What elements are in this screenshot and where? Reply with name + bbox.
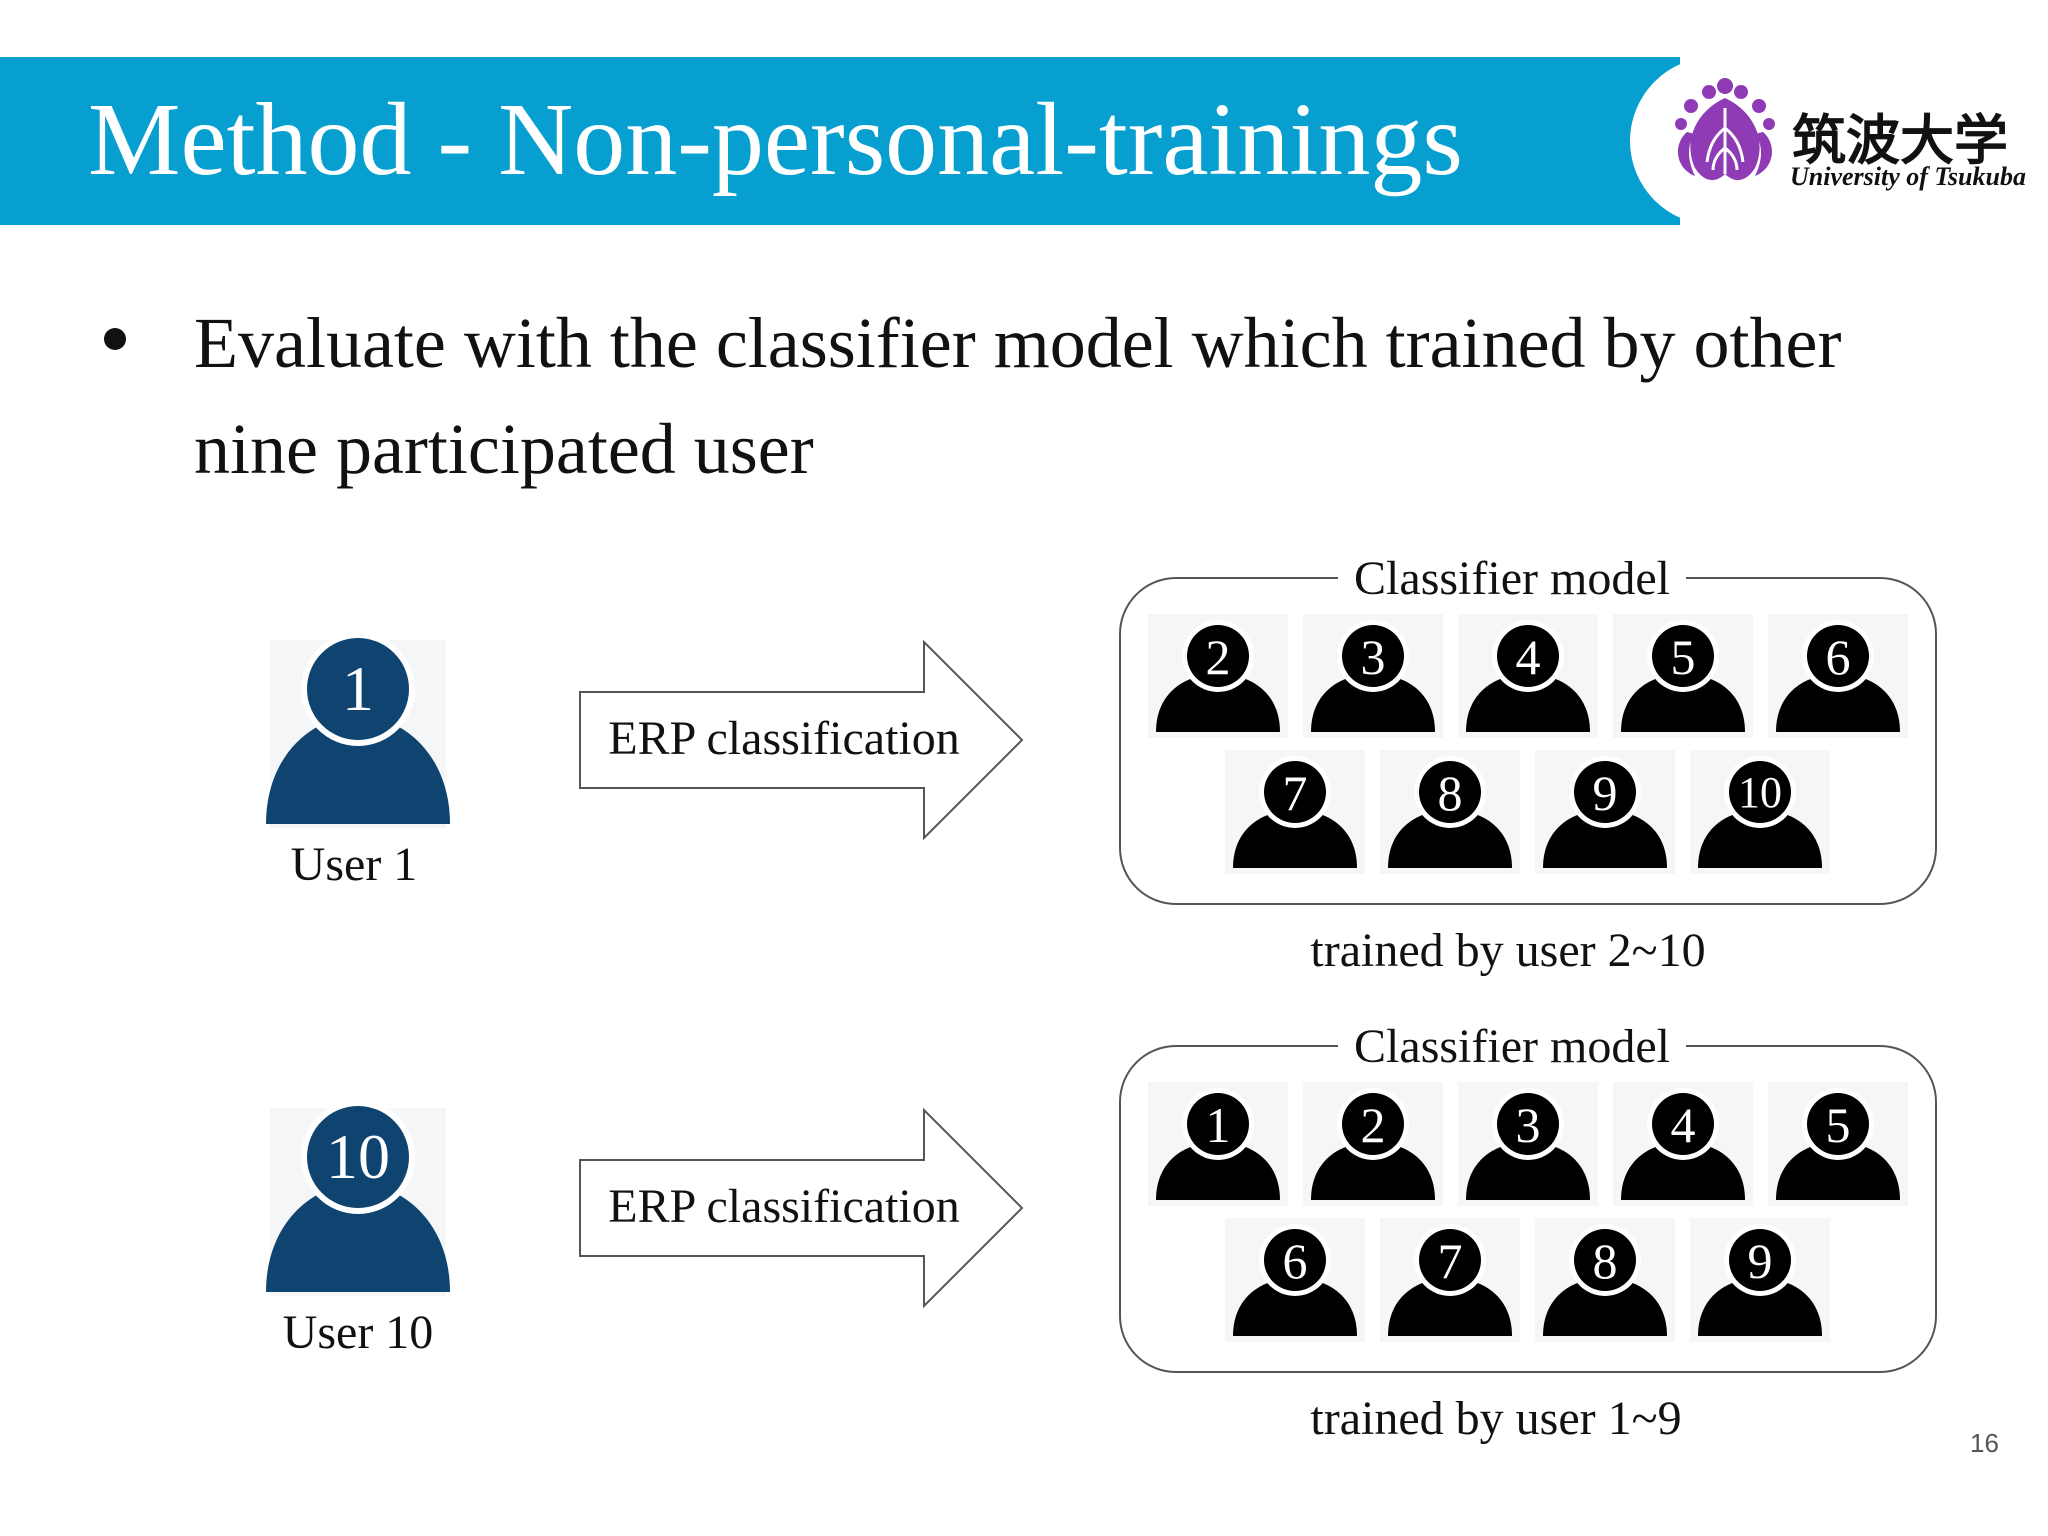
classifier-model-title-2: Classifier model [1354, 1020, 1670, 1073]
scenario-user-10: 10 User 10 ERP classification Classifier… [266, 1020, 1937, 1445]
page-number: 16 [1970, 1428, 1999, 1458]
user-1-person-icon: 1 [266, 632, 450, 824]
model-member-icon: 1 [1148, 1082, 1288, 1206]
arrow-label-2: ERP classification [608, 1180, 960, 1233]
title-banner [0, 57, 1680, 225]
member-number: 5 [1826, 1097, 1851, 1153]
slide-title: Method - Non-personal-trainings [88, 82, 1463, 197]
university-logo [1665, 72, 2025, 202]
user-10-person-icon: 10 [266, 1100, 450, 1292]
model-member-icon: 7 [1380, 1218, 1520, 1342]
model-member-icon: 6 [1768, 614, 1908, 738]
member-number: 4 [1671, 1097, 1696, 1153]
paulownia-crest-icon [1675, 78, 1775, 181]
model-member-icon: 9 [1535, 750, 1675, 874]
model-title-gap [1338, 1024, 1686, 1068]
classifier-model-title-1: Classifier model [1354, 552, 1670, 605]
model-members-1: 2 3 4 5 6 7 8 9 10 [1148, 614, 1908, 874]
model-member-icon: 8 [1535, 1218, 1675, 1342]
model-member-icon: 5 [1613, 614, 1753, 738]
arrow-shape [579, 639, 1024, 841]
member-number: 8 [1438, 765, 1463, 821]
model-members-2: 1 2 3 4 5 6 7 8 9 [1148, 1082, 1908, 1342]
member-number: 8 [1593, 1233, 1618, 1289]
model-member-icon: 3 [1458, 1082, 1598, 1206]
member-number: 2 [1206, 629, 1231, 685]
model-member-icon: 3 [1303, 614, 1443, 738]
member-number: 4 [1516, 629, 1541, 685]
model-member-icon: 2 [1148, 614, 1288, 738]
arrow-shape [579, 1107, 1024, 1309]
model-member-icon: 7 [1225, 750, 1365, 874]
member-number: 7 [1438, 1233, 1463, 1289]
model-member-icon: 5 [1768, 1082, 1908, 1206]
model-member-icon: 9 [1690, 1218, 1830, 1342]
model-member-icon: 4 [1613, 1082, 1753, 1206]
arrow-label-1: ERP classification [608, 712, 960, 765]
model-member-icon: 2 [1303, 1082, 1443, 1206]
user-10-label: User 10 [283, 1306, 434, 1359]
model-title-gap [1338, 556, 1686, 600]
bullet-icon [104, 328, 126, 350]
member-number: 3 [1361, 629, 1386, 685]
member-number: 7 [1283, 765, 1308, 821]
user-1-label: User 1 [291, 838, 418, 891]
member-number: 9 [1748, 1233, 1773, 1289]
model-member-icon: 8 [1380, 750, 1520, 874]
member-number: 10 [1738, 768, 1782, 817]
user-10-number: 10 [326, 1121, 390, 1192]
model-member-icon: 4 [1458, 614, 1598, 738]
user-1-number: 1 [342, 653, 374, 724]
model-caption-2: trained by user 1~9 [1310, 1392, 1681, 1445]
member-number: 5 [1671, 629, 1696, 685]
member-number: 1 [1206, 1097, 1231, 1153]
model-caption-1: trained by user 2~10 [1310, 924, 1705, 977]
model-member-icon: 10 [1690, 750, 1830, 874]
member-number: 6 [1826, 629, 1851, 685]
model-member-icon: 6 [1225, 1218, 1365, 1342]
member-number: 2 [1361, 1097, 1386, 1153]
scenario-user-1: 1 User 1 ERP classification Classifier m… [266, 552, 1937, 977]
logo-japanese-name: 筑波大学 [1792, 109, 2008, 172]
logo-english-name: University of Tsukuba [1790, 162, 2026, 191]
member-number: 6 [1283, 1233, 1308, 1289]
bullet-text: Evaluate with the classifier model which… [194, 303, 1842, 489]
member-number: 9 [1593, 765, 1618, 821]
member-number: 3 [1516, 1097, 1541, 1153]
